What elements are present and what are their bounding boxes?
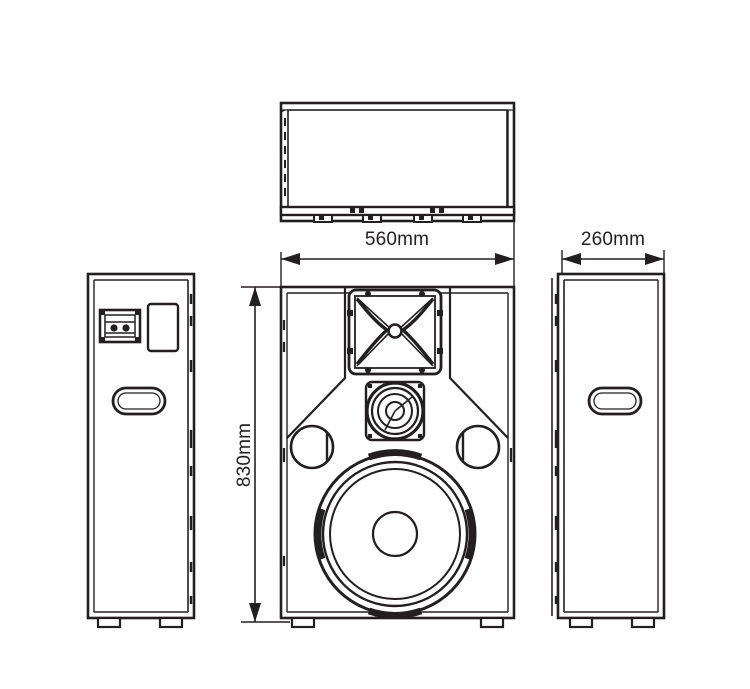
dimension-label-width: 560mm — [365, 229, 429, 250]
dim-depth-arrow-left — [562, 253, 581, 265]
input-connector-panel — [98, 308, 142, 344]
mid-range-driver — [364, 380, 426, 442]
left-side-view — [86, 272, 196, 629]
dimension-height-830mm: 830mm — [234, 286, 290, 623]
bass-port-left — [289, 424, 335, 470]
dim-height-arrow-top — [249, 287, 261, 306]
dim-depth-arrow-right — [645, 253, 664, 265]
dim-width-arrow-left — [281, 253, 300, 265]
right-side-view — [551, 272, 666, 629]
right-view-feet — [568, 616, 656, 629]
front-view — [279, 285, 516, 629]
mid-driver-spoke-lower — [384, 410, 396, 431]
handle-inner — [117, 392, 161, 410]
mid-driver-spoke-upper — [394, 396, 413, 412]
dim-height-arrow-bottom — [249, 603, 261, 622]
woofer-mount-tabs — [314, 449, 476, 619]
dimension-label-depth: 260mm — [581, 229, 645, 250]
top-view — [279, 101, 516, 223]
top-view-feet-studs — [319, 216, 473, 220]
connector-jack-right[interactable] — [122, 324, 130, 332]
connector-panel-inner — [104, 314, 136, 338]
dimension-width-560mm: 560mm — [280, 222, 515, 288]
top-view-corner-detail-left — [280, 109, 288, 113]
baffle-chamfer-left — [286, 287, 347, 439]
horn-vane-left — [355, 297, 389, 366]
connector-jack-left[interactable] — [110, 324, 118, 332]
horn-vane-right — [401, 297, 435, 366]
top-view-stud-group — [350, 208, 444, 213]
carry-handle-right-view — [587, 386, 643, 416]
carry-handle-left-view — [111, 386, 167, 416]
connector-panel-screws — [101, 311, 139, 341]
horn-screws — [347, 291, 443, 373]
dimension-label-height: 830mm — [234, 423, 255, 487]
right-view-cabinet-outline — [556, 272, 666, 620]
mid-driver-screws — [368, 384, 422, 438]
handle-inner-right — [593, 392, 637, 410]
top-view-inner-panel — [287, 109, 508, 208]
woofer-dustcap — [371, 510, 419, 558]
dim-width-arrow-right — [495, 253, 514, 265]
horn-waveguide — [347, 288, 443, 376]
horn-throat-center — [387, 323, 403, 339]
bass-port-right — [455, 424, 501, 470]
baffle-chamfer-right — [448, 287, 509, 439]
port-left-outline — [289, 424, 335, 470]
front-view-feet — [290, 616, 505, 629]
left-view-feet — [96, 616, 184, 629]
low-frequency-woofer — [313, 449, 477, 619]
port-right-outline — [455, 424, 501, 470]
amplifier-plate — [146, 302, 180, 353]
top-view-front-panel-band — [279, 205, 516, 217]
